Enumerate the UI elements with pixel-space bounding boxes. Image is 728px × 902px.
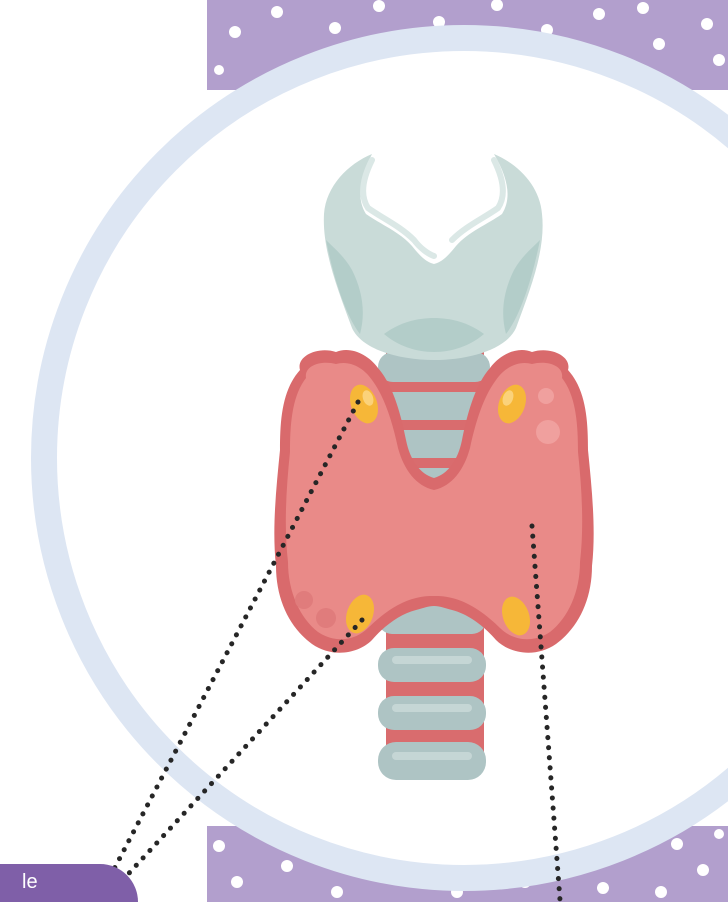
- corner-label-tab: le: [0, 864, 138, 902]
- corner-label-text: le: [22, 871, 38, 893]
